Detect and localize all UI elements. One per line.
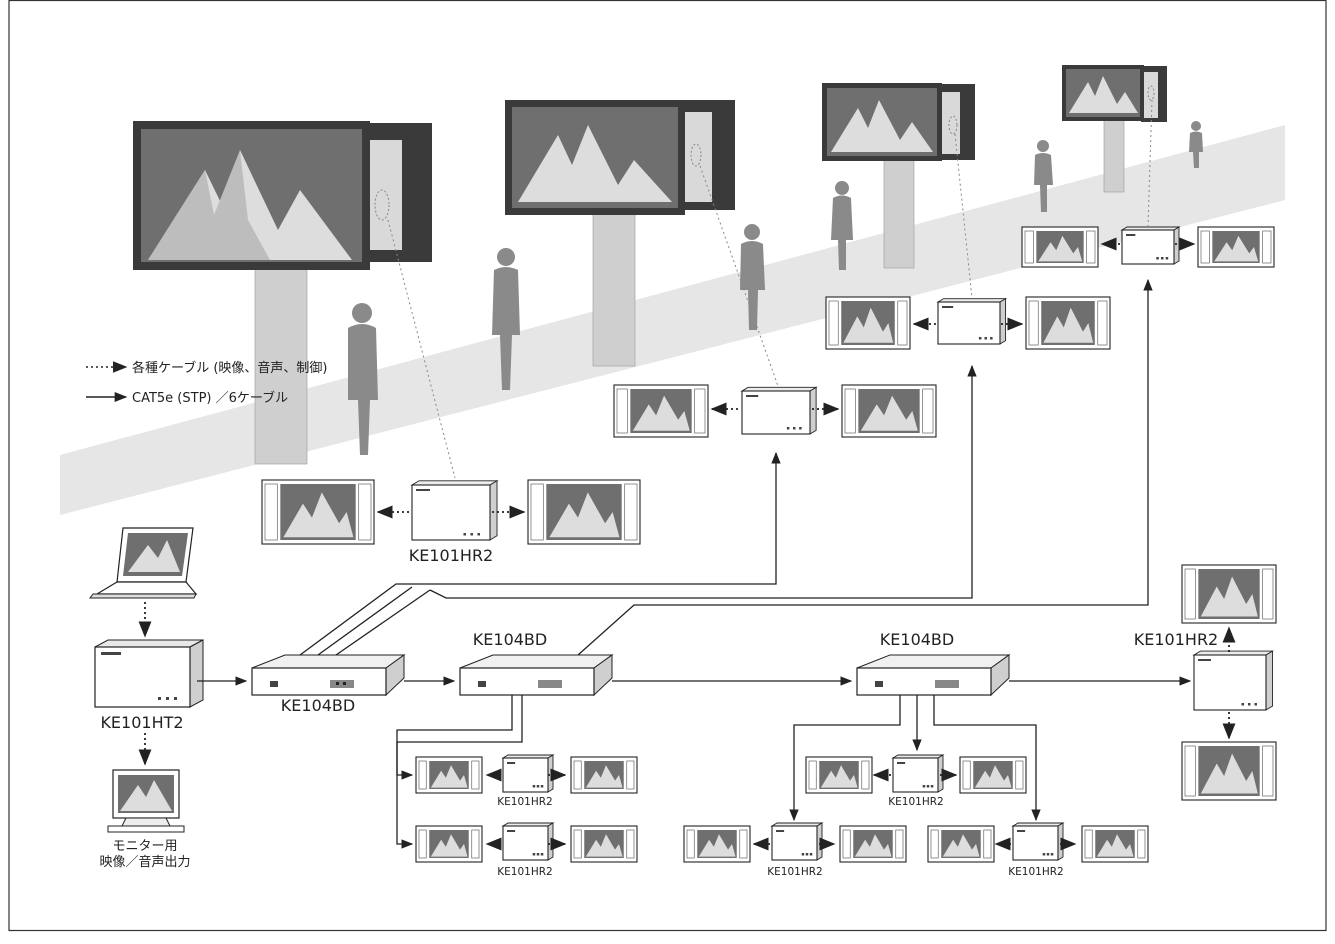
monitor-7: [1021, 226, 1099, 268]
monitor-6: [1025, 296, 1111, 350]
receiver-box-5: [1192, 650, 1275, 711]
receiver-upper-label: KE101HR2: [409, 546, 493, 565]
booster-2-label: KE104BD: [473, 630, 547, 649]
monitor-3: [613, 384, 709, 438]
monitor-9: [1181, 564, 1277, 624]
people: [348, 121, 1203, 455]
monitor-1: [261, 479, 375, 545]
receiver-b2-top-label: KE101HR2: [497, 796, 552, 808]
monitor-20: [1081, 825, 1149, 863]
receiver-box-4: [1120, 226, 1181, 265]
receiver-b3-mid-label: KE101HR2: [888, 796, 943, 808]
monitor-output-line2: 映像／音声出力: [99, 854, 190, 870]
person-5: [1034, 140, 1053, 212]
monitor-12: [570, 756, 638, 794]
receiver-box-8: [891, 754, 945, 793]
local-monitor: [107, 769, 185, 833]
signage-3: [822, 83, 975, 269]
legend-solid-label: CAT5e (STP) ／6ケーブル: [132, 390, 288, 406]
receiver-box-7: [501, 822, 555, 861]
monitor-10: [1181, 741, 1277, 801]
receivers: [410, 226, 1275, 861]
receiver-b2-bottom-label: KE101HR2: [497, 866, 552, 878]
receiver-box-3: [936, 297, 1008, 345]
outer-frame: [8, 0, 1327, 932]
receiver-to-monitor-arrows: [376, 237, 1236, 851]
monitor-8: [1197, 226, 1275, 268]
laptop: [89, 527, 198, 599]
person-4: [831, 181, 853, 270]
receiver-right-label: KE101HR2: [1134, 630, 1218, 649]
receiver-b3-right-label: KE101HR2: [1008, 866, 1063, 878]
person-2: [492, 248, 520, 390]
signage-4: [1062, 65, 1167, 193]
booster-1-label: KE104BD: [281, 696, 355, 715]
monitor-2: [527, 479, 641, 545]
signage-2: [505, 100, 735, 367]
monitor-output-line1: モニター用: [112, 839, 177, 854]
booster-3-label: KE104BD: [880, 630, 954, 649]
monitor-19: [927, 825, 995, 863]
booster-2: [459, 654, 614, 697]
monitor-18: [839, 825, 907, 863]
leader-lines: [387, 99, 1153, 479]
monitor-16: [959, 756, 1027, 794]
receiver-box-6: [501, 754, 555, 793]
monitor-14: [570, 825, 638, 863]
receiver-box-10: [1011, 822, 1065, 861]
cat5e-connections: [197, 278, 1192, 849]
monitor-17: [683, 825, 751, 863]
monitor-13: [415, 825, 483, 863]
transmitter-label: KE101HT2: [100, 713, 183, 732]
monitor-15: [805, 756, 873, 794]
receiver-box-1: [410, 479, 499, 541]
monitor-4: [841, 384, 937, 438]
signage-1: [133, 121, 432, 465]
receiver-box-2: [740, 386, 818, 435]
person-3: [740, 224, 765, 330]
booster-3: [856, 654, 1011, 697]
monitor-11: [415, 756, 483, 794]
transmitter-box: [94, 639, 204, 708]
booster-1: [251, 654, 406, 697]
legend: 各種ケーブル (映像、音声、制御) CAT5e (STP) ／6ケーブル: [86, 360, 328, 406]
person-1: [348, 303, 378, 455]
monitor-5: [825, 296, 911, 350]
receiver-b3-left-label: KE101HR2: [767, 866, 822, 878]
monitors: [261, 226, 1277, 863]
person-6: [1189, 121, 1203, 168]
legend-dotted-label: 各種ケーブル (映像、音声、制御): [132, 360, 328, 376]
receiver-box-9: [770, 822, 824, 861]
